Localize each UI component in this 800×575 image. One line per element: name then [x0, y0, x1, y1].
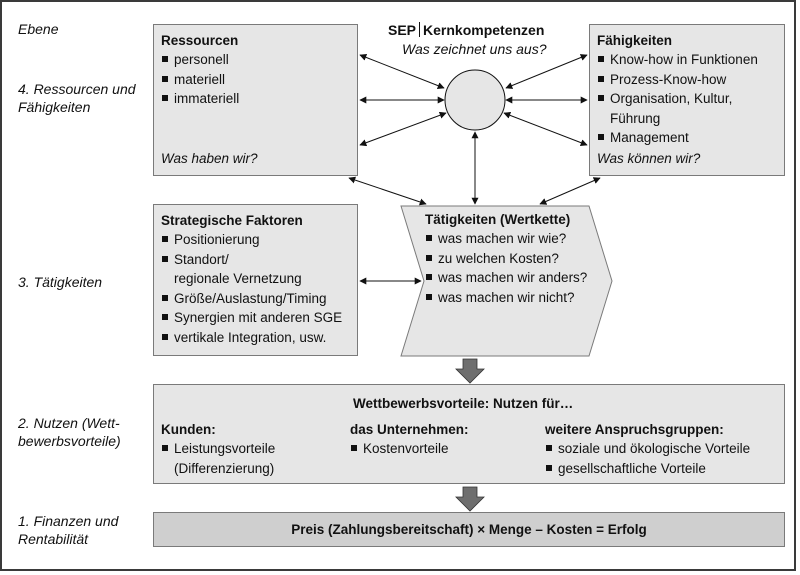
list-item-continuation-text: regionale Vernetzung — [174, 271, 302, 286]
faehigkeiten-title: Fähigkeiten — [597, 33, 673, 48]
sep-label: SEP — [388, 22, 417, 38]
arrow-faehigkeiten-circle-1 — [505, 54, 588, 89]
list-item: Standort/ — [161, 250, 350, 270]
list-item: materiell — [161, 70, 350, 90]
nutzen-anspruchsgruppen: weitere Anspruchsgruppen: soziale und ök… — [545, 420, 750, 478]
taetigkeiten-list: was machen wir wie? zu welchen Kosten? w… — [425, 229, 587, 307]
list-item: was machen wir anders? — [425, 268, 587, 288]
anspruchsgruppen-list: soziale und ökologische Vorteile gesells… — [545, 439, 750, 478]
nutzen-unternehmen: das Unternehmen: Kostenvorteile — [350, 420, 469, 459]
list-item: immateriell — [161, 89, 350, 109]
anspruchsgruppen-title: weitere Anspruchsgruppen: — [545, 422, 724, 437]
list-item-continuation-text: Führung — [610, 110, 661, 126]
ressourcen-list: personell materiell immateriell — [161, 50, 350, 109]
taetigkeiten-content: Tätigkeiten (Wertkette) was machen wir w… — [425, 210, 587, 307]
kernkompetenzen-label: Kernkompetenzen — [423, 22, 545, 38]
level-1-label: 1. Finanzen und Rentabilität — [18, 512, 118, 548]
list-item: Synergien mit anderen SGE — [161, 308, 350, 328]
formula-text: Preis (Zahlungsbereitschaft) × Menge – K… — [291, 522, 647, 537]
strategische-faktoren-title: Strategische Faktoren — [161, 213, 303, 228]
taetigkeiten-chevron — [400, 205, 613, 357]
list-item: personell — [161, 50, 350, 70]
ressourcen-box: Ressourcen personell materiell immaterie… — [153, 24, 358, 176]
list-item: Positionierung — [161, 230, 350, 250]
level-4-line-2: Fähigkeiten — [18, 99, 91, 115]
kernkompetenz-circle — [444, 69, 506, 131]
unternehmen-list: Kostenvorteile — [350, 439, 469, 459]
level-1-line-1: 1. Finanzen und — [18, 513, 119, 529]
list-item-continuation: (Differenzierung) — [161, 459, 275, 479]
level-4-label: 4. Ressourcen und Fähigkeiten — [18, 80, 136, 116]
level-2-label: 2. Nutzen (Wett- bewerbsvorteile) — [18, 414, 121, 450]
list-item: Größe/Auslastung/Timing — [161, 289, 350, 309]
list-item-continuation-text: (Differenzierung) — [174, 460, 275, 476]
list-item: vertikale Integration, usw. — [161, 328, 350, 348]
level-2-line-2: bewerbsvorteile) — [18, 433, 121, 449]
formula-box: Preis (Zahlungsbereitschaft) × Menge – K… — [153, 512, 785, 547]
arrow-ressourcen-circle-1 — [359, 54, 445, 89]
list-item-continuation: Führung — [597, 109, 777, 129]
level-header: Ebene — [18, 21, 59, 37]
list-item: Management — [597, 128, 777, 148]
faehigkeiten-box: Fähigkeiten Know-how in Funktionen Proze… — [589, 24, 785, 176]
list-item: soziale und ökologische Vorteile — [545, 439, 750, 459]
arrow-faehigkeiten-taetigkeiten — [539, 177, 601, 205]
ressourcen-question: Was haben wir? — [161, 151, 258, 166]
list-item: was machen wir wie? — [425, 229, 587, 249]
list-item: Leistungsvorteile — [161, 439, 275, 459]
arrow-faehigkeiten-circle-3 — [503, 112, 588, 146]
list-item: Know-how in Funktionen — [597, 50, 777, 70]
list-item: Prozess-Know-how — [597, 70, 777, 90]
kunden-list: Leistungsvorteile (Differenzierung) — [161, 439, 275, 478]
sep-divider — [419, 22, 421, 37]
list-item: Kostenvorteile — [350, 439, 469, 459]
sep-title: SEP Kernkompetenzen — [388, 21, 544, 40]
list-item: was machen wir nicht? — [425, 288, 587, 308]
strategische-faktoren-list: Positionierung Standort/ regionale Verne… — [161, 230, 350, 347]
list-item: gesellschaftliche Vorteile — [545, 459, 750, 479]
level-3-label: 3. Tätigkeiten — [18, 274, 103, 290]
faehigkeiten-question: Was können wir? — [597, 151, 701, 166]
list-item-continuation: regionale Vernetzung — [161, 269, 350, 289]
list-item: Organisation, Kultur, — [597, 89, 777, 109]
level-4-line-1: 4. Ressourcen und — [18, 81, 136, 97]
nutzen-title: Wettbewerbsvorteile: Nutzen für… — [353, 396, 574, 411]
level-2-line-1: 2. Nutzen (Wett- — [18, 415, 120, 431]
down-arrow-icon — [455, 358, 485, 384]
ressourcen-title: Ressourcen — [161, 33, 239, 48]
level-1-line-2: Rentabilität — [18, 531, 89, 547]
taetigkeiten-title: Tätigkeiten (Wertkette) — [425, 212, 571, 227]
kunden-title: Kunden: — [161, 422, 216, 437]
down-arrow-icon — [455, 486, 485, 512]
nutzen-box: Wettbewerbsvorteile: Nutzen für… Kunden:… — [153, 384, 785, 484]
faehigkeiten-list: Know-how in Funktionen Prozess-Know-how … — [597, 50, 777, 148]
list-item: zu welchen Kosten? — [425, 249, 587, 269]
nutzen-kunden: Kunden: Leistungsvorteile (Differenzieru… — [161, 420, 275, 478]
strategische-faktoren-box: Strategische Faktoren Positionierung Sta… — [153, 204, 358, 356]
arrow-ressourcen-taetigkeiten — [348, 176, 427, 206]
unternehmen-title: das Unternehmen: — [350, 422, 469, 437]
arrow-ressourcen-circle-3 — [359, 111, 447, 147]
sep-question: Was zeichnet uns aus? — [402, 41, 547, 57]
